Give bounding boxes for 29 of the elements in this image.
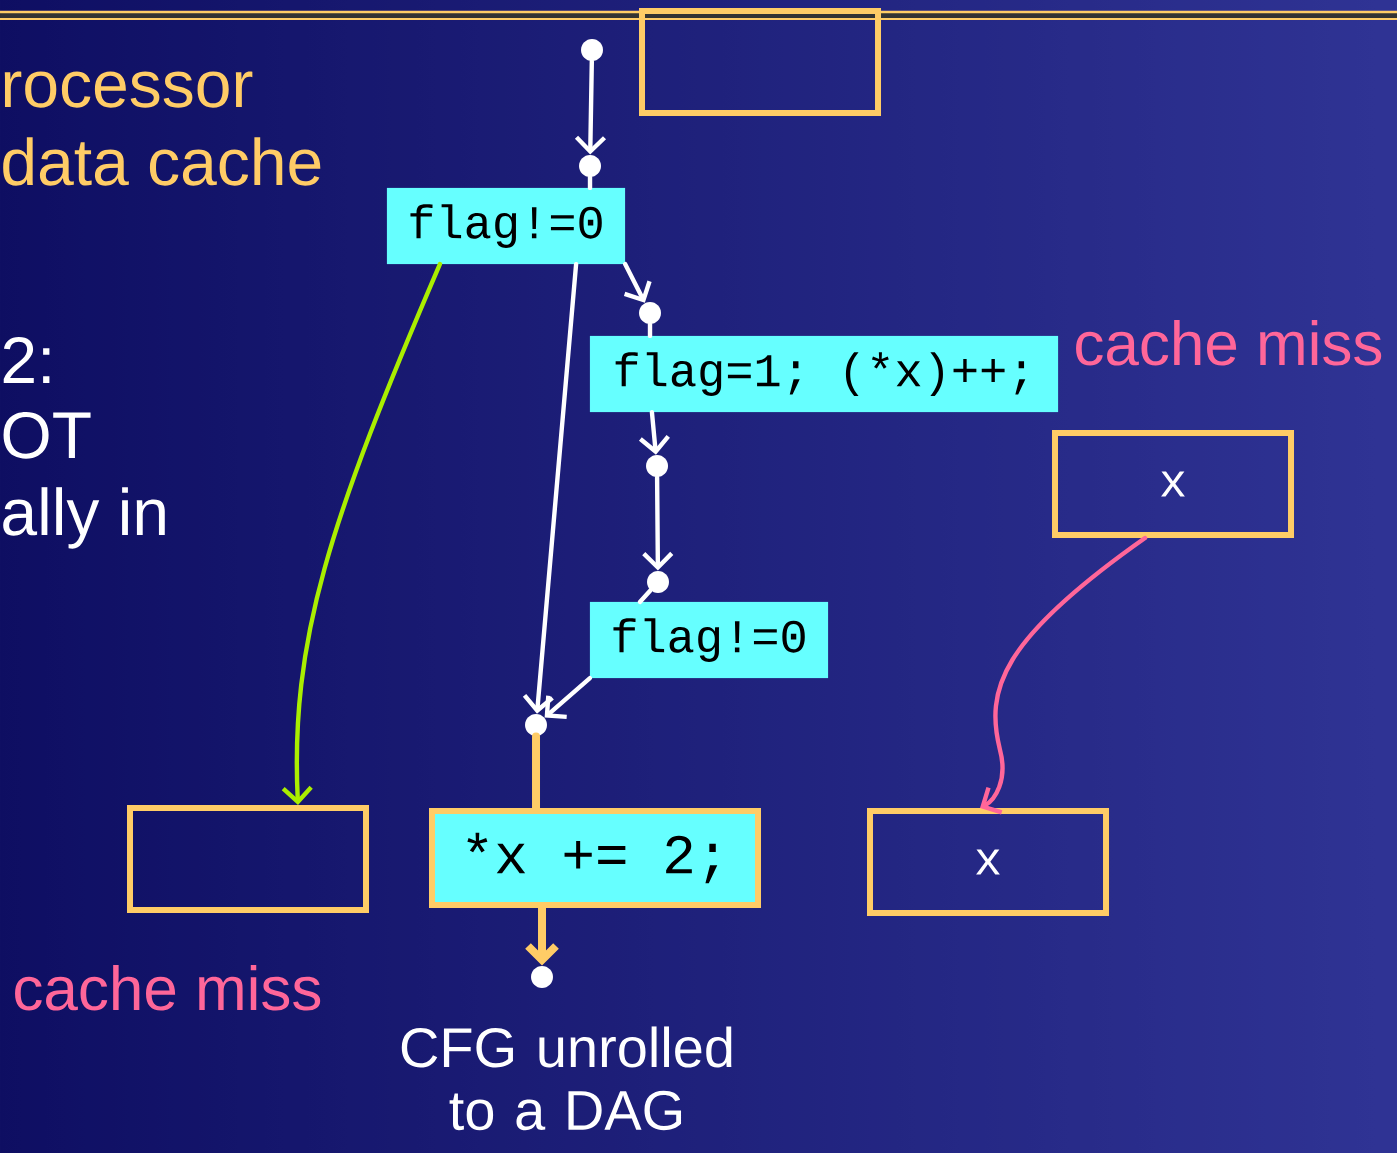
node-dot xyxy=(581,39,603,61)
slide-text: OT xyxy=(3,411,91,459)
annotation-text: cache miss xyxy=(15,965,321,1011)
arrow xyxy=(980,535,1148,815)
empty-box xyxy=(639,8,881,116)
code-box: flag=1; (*x)++; xyxy=(589,335,1059,413)
code-box: flag!=0 xyxy=(386,187,626,265)
slide-text: data cache xyxy=(3,137,321,186)
arrow xyxy=(544,675,593,720)
arrow xyxy=(281,261,443,805)
node-dot xyxy=(531,966,553,988)
variable-box: x xyxy=(867,808,1109,916)
empty-box xyxy=(127,805,369,913)
arrow xyxy=(642,475,674,571)
annotation-text: cache miss xyxy=(1076,320,1382,366)
code-box: flag!=0 xyxy=(589,601,829,679)
variable-box: x xyxy=(1052,430,1294,538)
code-box: *x += 2; xyxy=(429,808,761,908)
node-dot xyxy=(646,455,668,477)
arrow xyxy=(574,59,607,155)
node-dot xyxy=(639,302,661,324)
arrow xyxy=(522,261,579,714)
node-dot xyxy=(647,571,669,593)
node-dot xyxy=(579,155,601,177)
slide-text: ally in xyxy=(3,487,165,549)
node-dot xyxy=(525,714,547,736)
slide-text: rocessor xyxy=(4,71,253,108)
slide-text: 2: xyxy=(3,336,50,383)
caption-text: CFG unrolled to a DAG xyxy=(401,1026,732,1131)
